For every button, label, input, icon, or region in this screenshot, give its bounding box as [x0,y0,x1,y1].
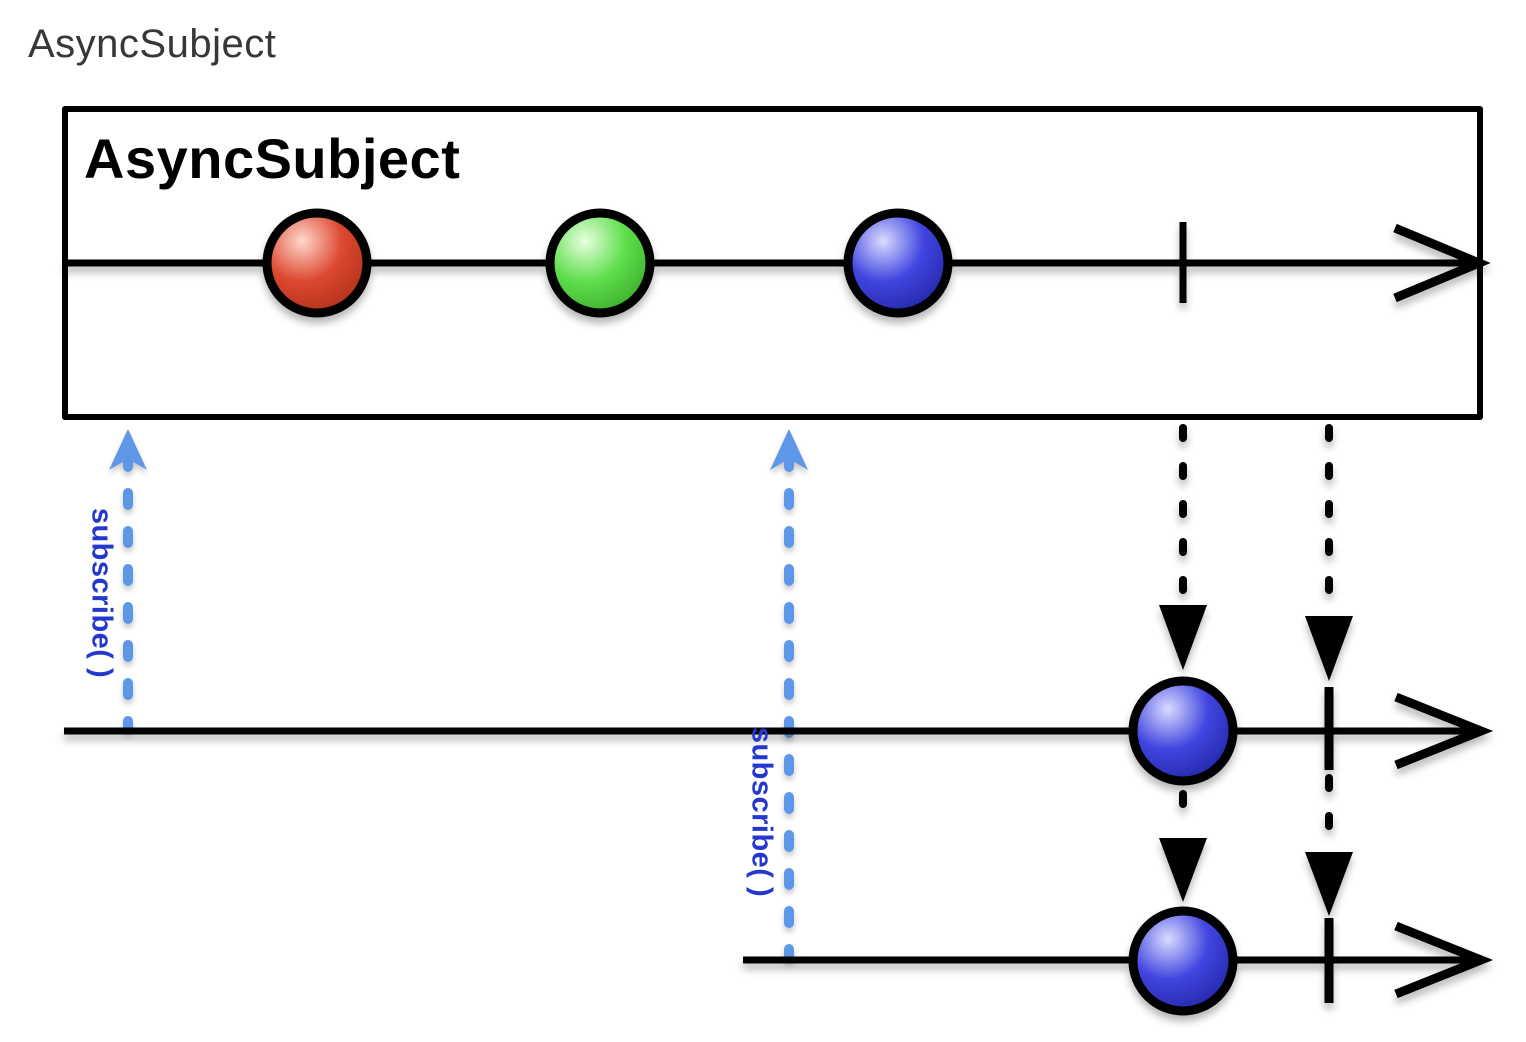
emit-value-arrowhead-1-icon [1159,605,1207,670]
subscribe-arrow-1-head-icon [109,429,147,470]
source-timeline [64,208,1491,318]
emit-complete-arrowhead-2-icon [1305,852,1353,916]
subscribe-label-1: subscribe( ) [85,507,118,679]
subscriber-1-timeline [64,676,1494,786]
subscriber-2-arrowhead-icon [1394,921,1494,999]
emit-value-arrowhead-2-icon [1159,838,1207,902]
subscriber-2-timeline [743,906,1494,1016]
subscriber-1-arrowhead-icon [1394,692,1494,770]
marble-green [545,208,655,318]
subscribe-label-2: subscribe( ) [745,726,778,898]
subscriber-1-marble-blue [1128,676,1238,786]
marble-blue [843,208,953,318]
subscribe-arrows-layer [109,429,808,962]
async-subject-box-label: AsyncSubject [84,127,461,190]
subscriber-2-marble-blue [1128,906,1238,1016]
page-title: AsyncSubject [28,22,277,66]
emit-arrows-value [1159,424,1207,902]
subscribe-arrow-2-head-icon [770,429,808,470]
source-timeline-arrowhead-icon [1393,223,1491,303]
marble-red [262,208,372,318]
emit-arrows-complete [1305,424,1353,916]
emit-complete-arrowhead-1-icon [1305,616,1353,681]
ink-layer [64,208,1494,1016]
